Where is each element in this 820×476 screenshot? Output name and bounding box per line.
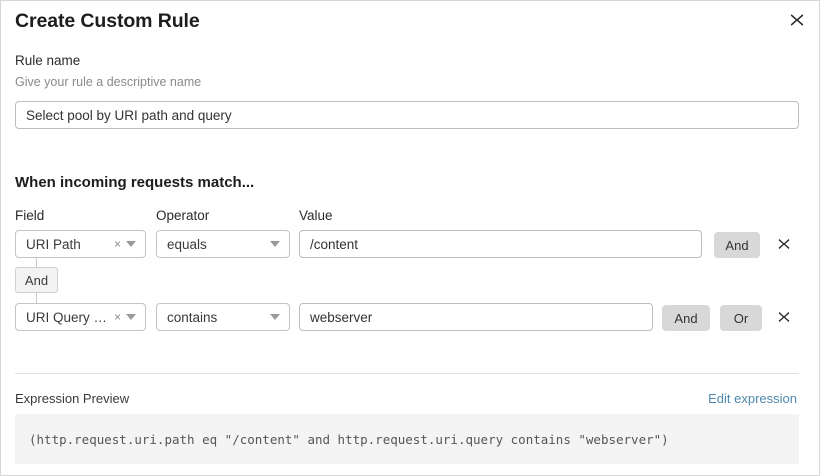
field-select-row-1-value: URI Path bbox=[26, 236, 81, 252]
rule-name-label: Rule name bbox=[15, 53, 81, 68]
group-connector-and[interactable]: And bbox=[15, 267, 58, 293]
section-divider bbox=[15, 373, 799, 374]
chevron-down-icon bbox=[270, 241, 280, 247]
and-button-row-2[interactable]: And bbox=[662, 305, 710, 331]
operator-select-row-2[interactable]: contains bbox=[156, 303, 290, 331]
clear-icon[interactable]: × bbox=[113, 237, 121, 251]
column-header-operator: Operator bbox=[156, 208, 210, 223]
operator-select-row-1-value: equals bbox=[167, 236, 207, 252]
edit-expression-link[interactable]: Edit expression bbox=[708, 391, 797, 406]
column-header-field: Field bbox=[15, 208, 45, 223]
expression-preview-box: (http.request.uri.path eq "/content" and… bbox=[15, 414, 799, 464]
clear-icon[interactable]: × bbox=[113, 310, 121, 324]
delete-row-1-icon[interactable] bbox=[774, 234, 794, 254]
value-input-row-1[interactable] bbox=[299, 230, 702, 258]
or-button-row-2[interactable]: Or bbox=[720, 305, 762, 331]
and-button-row-1[interactable]: And bbox=[714, 232, 760, 258]
chevron-down-icon bbox=[270, 314, 280, 320]
value-input-row-2[interactable] bbox=[299, 303, 653, 331]
field-select-row-2[interactable]: URI Query St... × bbox=[15, 303, 146, 331]
rule-name-input[interactable] bbox=[15, 101, 799, 129]
operator-select-row-2-value: contains bbox=[167, 309, 218, 325]
connector-line-bottom bbox=[36, 293, 37, 303]
page-title: Create Custom Rule bbox=[15, 10, 200, 32]
field-select-row-1[interactable]: URI Path × bbox=[15, 230, 146, 258]
operator-select-row-1[interactable]: equals bbox=[156, 230, 290, 258]
delete-row-2-icon[interactable] bbox=[774, 307, 794, 327]
conditions-heading: When incoming requests match... bbox=[15, 174, 255, 191]
connector-line-top bbox=[36, 258, 37, 268]
chevron-down-icon bbox=[126, 241, 136, 247]
expression-preview-text: (http.request.uri.path eq "/content" and… bbox=[29, 431, 669, 447]
expression-preview-label: Expression Preview bbox=[15, 391, 130, 406]
chevron-down-icon bbox=[126, 314, 136, 320]
close-icon[interactable] bbox=[785, 8, 809, 32]
field-select-row-2-value: URI Query St... bbox=[26, 309, 112, 325]
column-header-value: Value bbox=[299, 208, 333, 223]
rule-name-help-text: Give your rule a descriptive name bbox=[15, 75, 202, 89]
